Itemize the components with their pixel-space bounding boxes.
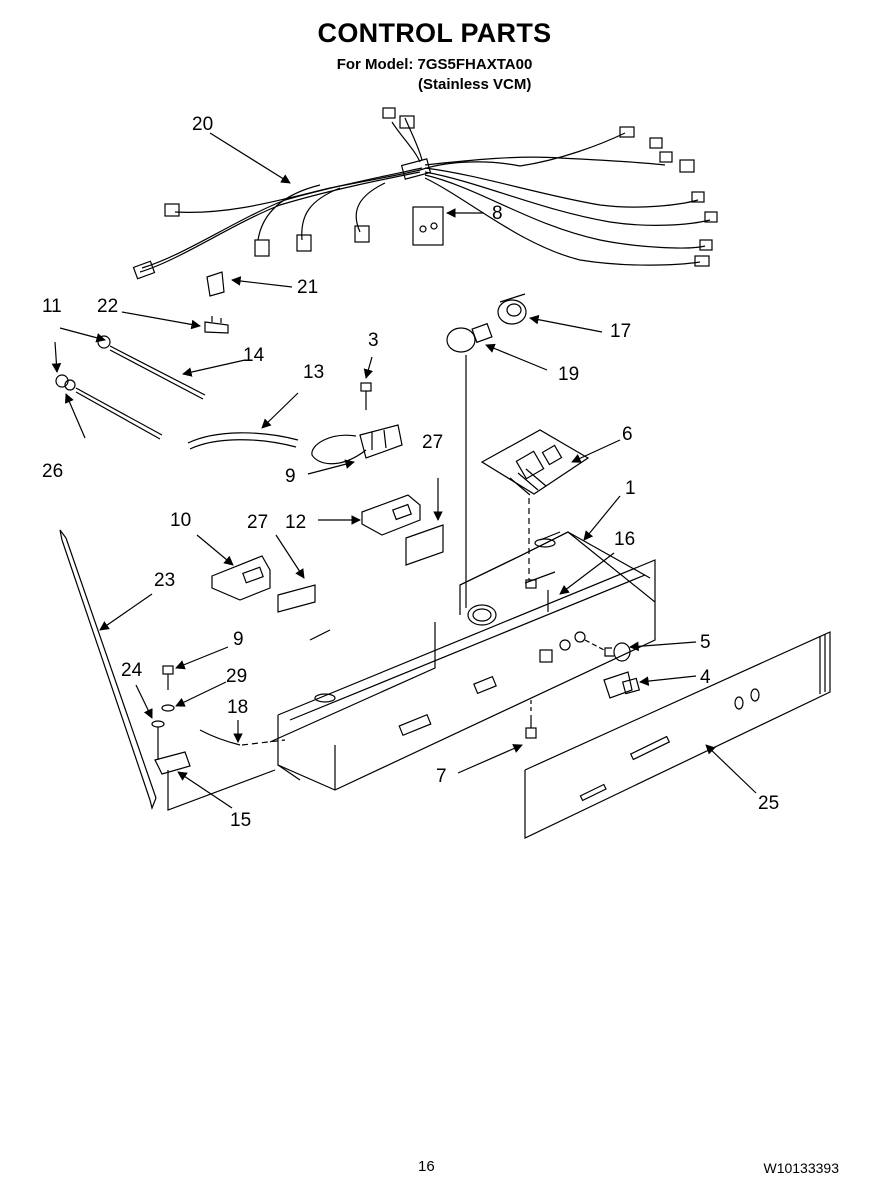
callout-20: 20 bbox=[192, 114, 213, 135]
callout-23: 23 bbox=[154, 570, 175, 591]
part-12-bracket bbox=[361, 494, 421, 536]
leader-arrows bbox=[51, 132, 757, 809]
part-13-tube bbox=[187, 432, 299, 450]
callout-17: 17 bbox=[610, 321, 631, 342]
model-line: For Model: 7GS5FHAXTA00 bbox=[336, 56, 533, 73]
callout-numbers: 20 8 21 22 11 14 3 13 17 19 26 9 27 6 10… bbox=[42, 114, 779, 831]
part-22-clip bbox=[204, 316, 229, 334]
part-3-screw bbox=[360, 382, 372, 410]
part-9-thermostat bbox=[311, 424, 403, 465]
callout-6: 6 bbox=[622, 424, 633, 445]
callout-25: 25 bbox=[758, 793, 779, 814]
callout-22: 22 bbox=[97, 296, 118, 317]
wire-harness bbox=[132, 107, 718, 280]
callout-24: 24 bbox=[121, 660, 143, 681]
document-number: W10133393 bbox=[763, 1160, 839, 1176]
part-25-trim-panel bbox=[524, 631, 831, 839]
callout-13: 13 bbox=[303, 362, 324, 383]
part-8-plate bbox=[412, 206, 444, 246]
callout-10: 10 bbox=[170, 510, 191, 531]
callout-18: 18 bbox=[227, 697, 248, 718]
callout-19: 19 bbox=[558, 364, 579, 385]
page-title: CONTROL PARTS bbox=[317, 18, 552, 48]
label-27-left bbox=[277, 584, 316, 613]
callout-15: 15 bbox=[230, 810, 251, 831]
callout-14: 14 bbox=[243, 345, 265, 366]
callout-26: 26 bbox=[42, 461, 63, 482]
model-variant: (Stainless VCM) bbox=[418, 76, 532, 93]
part-21-clip bbox=[206, 271, 225, 297]
callout-5: 5 bbox=[700, 632, 711, 653]
callout-12: 12 bbox=[285, 512, 306, 533]
label-27-right bbox=[405, 524, 444, 566]
callout-3: 3 bbox=[368, 330, 379, 351]
part-10-bracket bbox=[211, 555, 271, 601]
part-6-control-board bbox=[480, 429, 590, 580]
callout-7: 7 bbox=[436, 766, 447, 787]
callout-11: 11 bbox=[42, 296, 62, 317]
part-19-bulb bbox=[446, 322, 493, 353]
part-23-strip bbox=[59, 529, 157, 810]
callout-9-lower: 9 bbox=[233, 629, 244, 650]
part-7-screw bbox=[525, 700, 537, 739]
part-5-knob bbox=[584, 639, 631, 662]
callout-16: 16 bbox=[614, 529, 635, 550]
part-17-socket bbox=[497, 293, 527, 325]
part-1-control-housing bbox=[269, 355, 656, 791]
lower-left-hardware bbox=[151, 665, 286, 811]
callout-1: 1 bbox=[625, 478, 636, 499]
callout-29: 29 bbox=[226, 666, 247, 687]
part-16-screw bbox=[524, 571, 556, 612]
callout-8: 8 bbox=[492, 203, 503, 224]
callout-9-upper: 9 bbox=[285, 466, 296, 487]
callout-4: 4 bbox=[700, 667, 711, 688]
callout-27-left: 27 bbox=[247, 512, 268, 533]
page-number: 16 bbox=[418, 1158, 435, 1175]
part-4-switch bbox=[603, 671, 641, 699]
callout-21: 21 bbox=[297, 277, 318, 298]
callout-27-right: 27 bbox=[422, 432, 443, 453]
